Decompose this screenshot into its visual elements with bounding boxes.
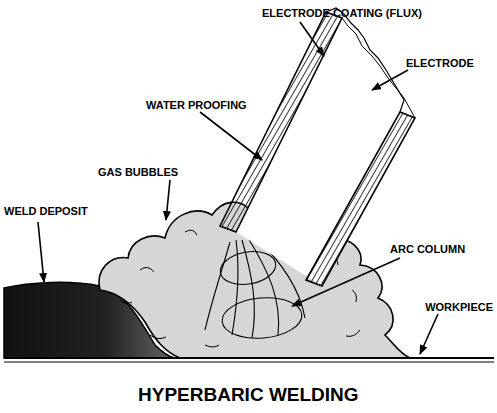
- electrode-label: ELECTRODE: [406, 58, 474, 69]
- workpiece-line: [4, 362, 494, 363]
- arc-column-label: ARC COLUMN: [390, 244, 465, 255]
- coating-label: ELECTRODE COATING (FLUX): [262, 8, 422, 19]
- weld-deposit-label: WELD DEPOSIT: [4, 206, 88, 217]
- workpiece-label: WORKPIECE: [425, 302, 493, 313]
- gas-bubbles-label: GAS BUBBLES: [98, 167, 178, 178]
- electrode: [220, 8, 415, 286]
- workpiece-line: [4, 357, 494, 359]
- waterproofing-label: WATER PROOFING: [146, 100, 247, 111]
- diagram-title: HYPERBARIC WELDING: [138, 385, 359, 404]
- leader-lines: [38, 22, 438, 354]
